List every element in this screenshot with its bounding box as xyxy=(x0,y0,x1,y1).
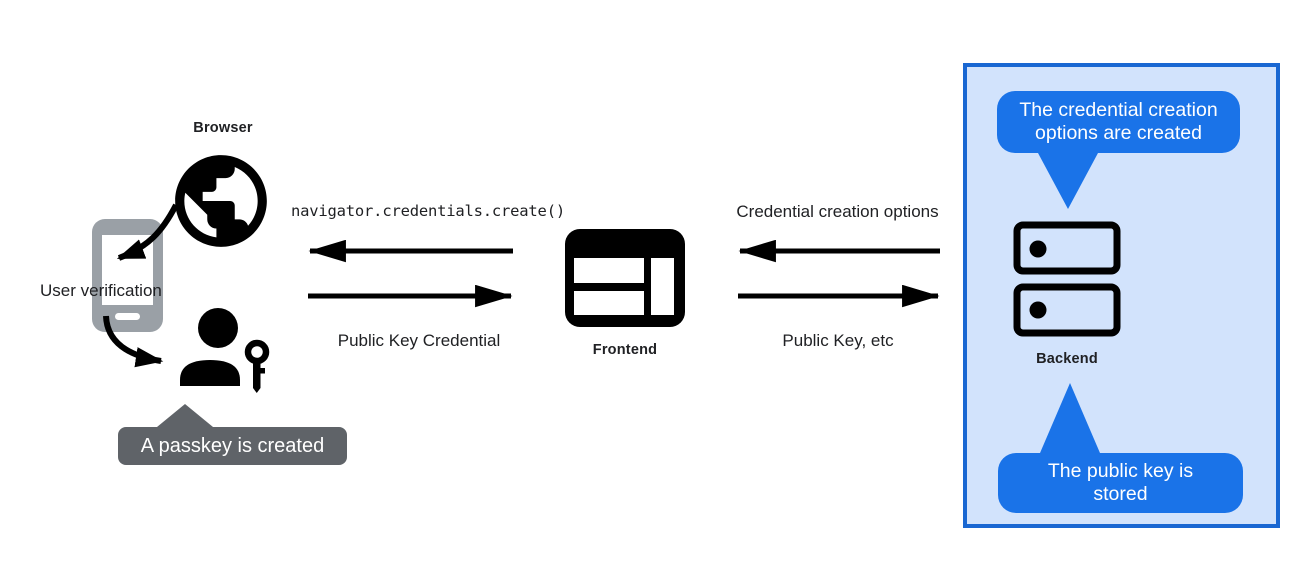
browser-window-icon xyxy=(565,229,685,327)
options-created-text: The credential creation options are crea… xyxy=(1019,99,1218,144)
options-created-callout: The credential creation options are crea… xyxy=(997,91,1240,209)
globe-icon xyxy=(175,155,267,247)
public-key-stored-text: The public key is stored xyxy=(1047,460,1194,505)
public-key-credential-label: Public Key Credential xyxy=(337,331,501,350)
user-verification-label: User verification xyxy=(40,281,162,300)
browser-label: Browser xyxy=(193,120,253,136)
passkey-created-text: A passkey is created xyxy=(140,434,325,457)
backend-panel: The credential creation options are crea… xyxy=(963,63,1280,528)
person-key-icon xyxy=(180,308,270,393)
frontend-label: Frontend xyxy=(592,342,658,358)
create-call-label: navigator.credentials.create() xyxy=(291,202,565,220)
phone-icon xyxy=(92,219,163,332)
public-key-stored-callout: The public key is stored xyxy=(998,383,1243,513)
public-key-etc-label: Public Key, etc xyxy=(782,331,894,350)
server-stack-icon xyxy=(1013,221,1121,337)
passkey-created-callout: A passkey is created xyxy=(118,404,347,465)
phone-home-bar xyxy=(115,313,140,320)
credential-creation-options-label: Credential creation options xyxy=(736,202,939,221)
backend-label: Backend xyxy=(1036,351,1098,367)
